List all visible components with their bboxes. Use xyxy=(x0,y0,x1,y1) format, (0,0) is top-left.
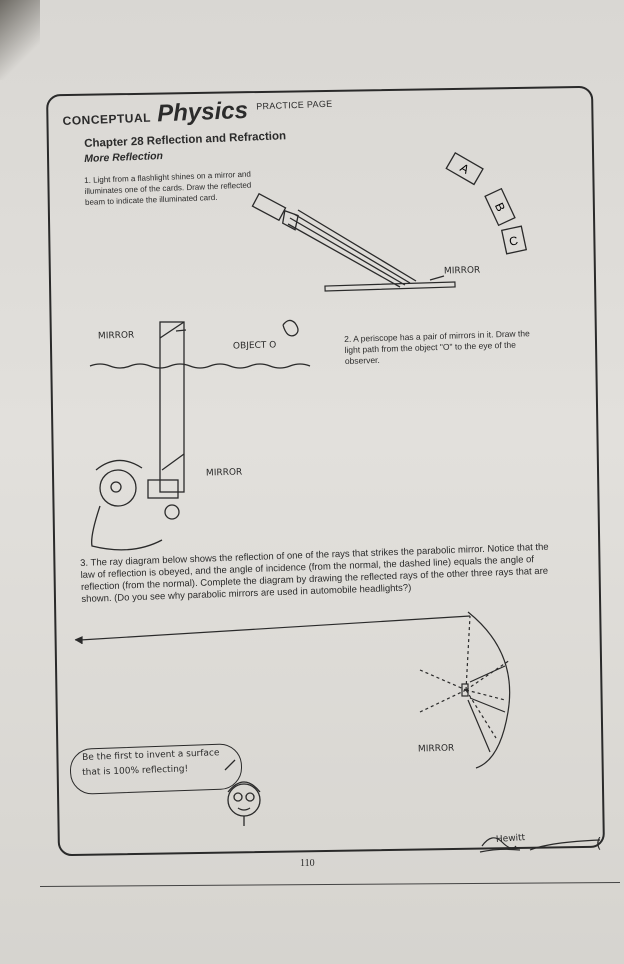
cartoon-face xyxy=(224,759,261,826)
q2-mirror-top-label: MIRROR xyxy=(97,330,135,342)
page-shadow xyxy=(0,0,40,80)
flashlight-illustration xyxy=(251,192,417,288)
card-c-label: C xyxy=(508,233,520,249)
card-a-label: A xyxy=(458,161,472,177)
card-b: B xyxy=(484,187,516,227)
q2-mirror-bottom-label: MIRROR xyxy=(205,467,243,479)
card-b-label: B xyxy=(492,200,508,213)
signature: Hewitt xyxy=(495,832,526,846)
parabolic-mirror-diagram xyxy=(74,611,511,769)
mirror-1 xyxy=(324,275,456,292)
page-number: 110 xyxy=(300,858,315,869)
signature-scribble xyxy=(479,837,601,853)
q3-mirror-label: MIRROR xyxy=(417,743,455,755)
q2-object-label: OBJECT O xyxy=(232,340,277,352)
card-c: C xyxy=(500,225,528,255)
periscope-illustration xyxy=(89,319,311,551)
q1-mirror-label: MIRROR xyxy=(443,265,481,277)
page-edge-mark: ( xyxy=(596,836,601,852)
card-a: A xyxy=(445,151,484,186)
